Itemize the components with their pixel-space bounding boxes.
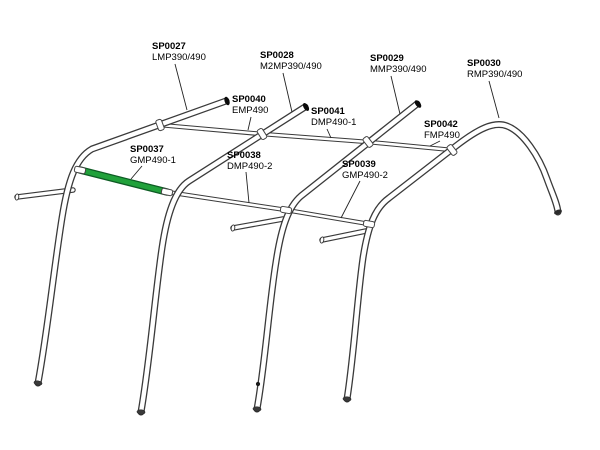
leader-sp0040 — [247, 116, 252, 131]
part-label-sp0040[interactable]: SP0040 EMP490 — [232, 94, 268, 116]
side-rail-stub-mid — [230, 216, 286, 232]
part-desc: GMP490-2 — [342, 170, 388, 181]
part-desc: GMP490-1 — [130, 155, 176, 166]
part-desc: EMP490 — [232, 105, 269, 116]
part-desc: FMP490 — [424, 130, 460, 141]
part-code: SP0027 — [152, 41, 186, 52]
leader-sp0039 — [340, 180, 361, 219]
part-label-sp0039[interactable]: SP0039 GMP490-2 — [342, 159, 388, 181]
leader-sp0028 — [282, 72, 293, 113]
side-rail-stub-front — [14, 187, 76, 201]
leader-sp0029 — [390, 75, 401, 115]
arch-pole-rmp — [342, 121, 562, 403]
leader-sp0041 — [326, 128, 332, 139]
arch-pole-m2mp — [136, 103, 310, 416]
arch-pole-lmp — [33, 96, 230, 387]
part-code: SP0029 — [370, 53, 404, 64]
part-desc: LMP390/490 — [152, 52, 206, 63]
part-code: SP0042 — [424, 119, 458, 130]
leader-sp0027 — [174, 63, 188, 111]
part-label-sp0042[interactable]: SP0042 FMP490 — [424, 119, 460, 141]
part-label-sp0028[interactable]: SP0028 M2MP390/490 — [260, 50, 322, 72]
upper-cross-rail — [157, 122, 455, 153]
part-desc: M2MP390/490 — [260, 61, 322, 72]
leader-sp0037 — [130, 165, 143, 180]
part-code: SP0041 — [311, 106, 345, 117]
part-label-sp0029[interactable]: SP0029 MMP390/490 — [370, 53, 427, 75]
leader-sp0030 — [488, 80, 500, 119]
part-label-sp0038[interactable]: SP0038 DMP490-2 — [227, 150, 272, 172]
part-code: SP0030 — [467, 58, 501, 69]
side-rail-stub-rear — [319, 228, 369, 244]
part-label-sp0027[interactable]: SP0027 LMP390/490 — [152, 41, 206, 63]
part-desc: DMP490-2 — [227, 161, 273, 172]
part-label-sp0030[interactable]: SP0030 RMP390/490 — [467, 58, 522, 80]
part-desc: MMP390/490 — [370, 64, 427, 75]
part-desc: DMP490-1 — [311, 117, 357, 128]
part-code: SP0037 — [130, 144, 164, 155]
leg-grommet — [255, 381, 261, 387]
part-code: SP0039 — [342, 159, 376, 170]
highlighted-part-gmp490-1[interactable] — [76, 166, 171, 196]
part-desc: RMP390/490 — [467, 69, 523, 80]
part-label-sp0041[interactable]: SP0041 DMP490-1 — [311, 106, 356, 128]
rail-clamps — [73, 118, 458, 229]
part-label-sp0037[interactable]: SP0037 GMP490-1 — [130, 144, 176, 166]
part-code: SP0040 — [232, 94, 266, 105]
leader-sp0038 — [245, 171, 250, 204]
part-code: SP0038 — [227, 150, 261, 161]
part-code: SP0028 — [260, 50, 294, 61]
leader-lines — [130, 63, 500, 219]
leader-sp0042 — [429, 140, 441, 147]
